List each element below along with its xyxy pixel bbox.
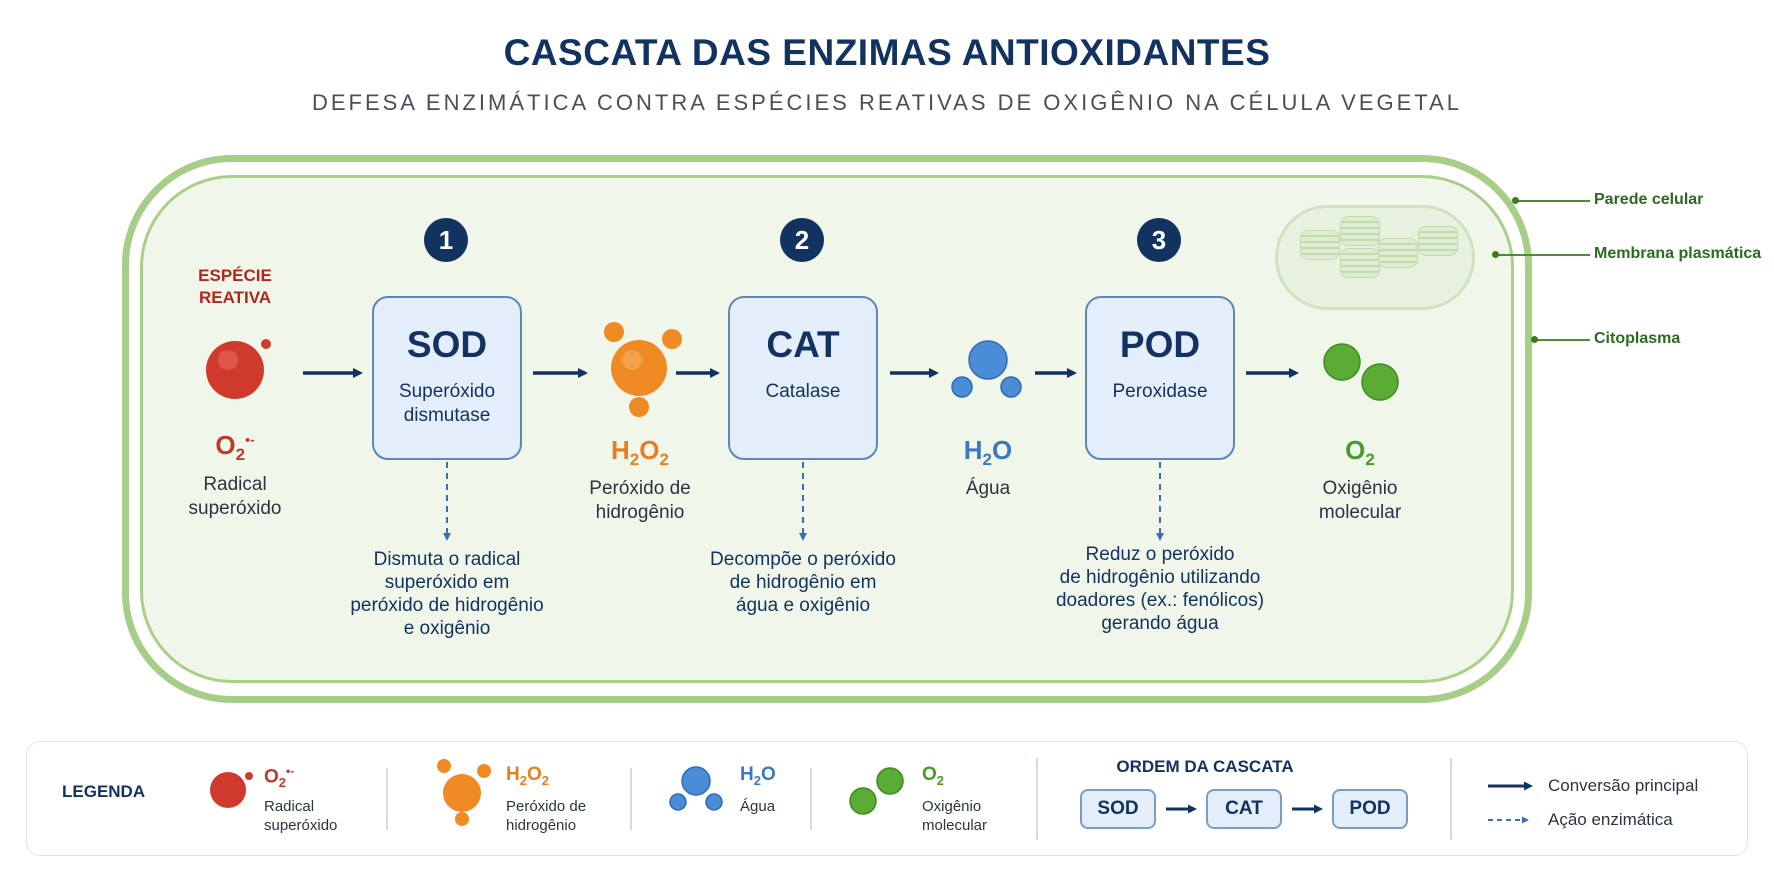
legend-divider <box>1036 758 1038 840</box>
oxygen-name: Oxigênio molecular <box>1318 478 1402 523</box>
step-1-badge: 1 <box>424 218 468 262</box>
enzyme-name-pod: Peroxidase <box>1112 381 1208 402</box>
step-3-badge: 3 <box>1137 218 1181 262</box>
legend-divider <box>386 768 388 830</box>
cascade-order-title: ORDEM DA CASCATA <box>1116 757 1294 776</box>
key-enzymatic-action: Ação enzimática <box>1548 810 1673 829</box>
reactive-species-label: ESPÉCIE REATIVA <box>198 266 272 307</box>
membrane-label: Membrana plasmática <box>1594 245 1762 262</box>
legend-arrows <box>1166 781 1533 824</box>
cat-description: Decompõe o peróxido de hidrogênio em águ… <box>710 549 896 616</box>
legend-water-name: Água <box>740 798 776 815</box>
legend-oxygen-formula: O2 <box>922 764 945 788</box>
water-formula: H2O <box>963 435 1013 470</box>
legend-title: LEGENDA <box>62 782 146 801</box>
legend-h2o2-name: Peróxido de hidrogênio <box>506 798 587 834</box>
legend-panel <box>26 741 1748 856</box>
enzyme-abbr-cat: CAT <box>766 324 840 365</box>
pod-description: Reduz o peróxido de hidrogênio utilizand… <box>1055 544 1265 634</box>
legend-water-formula: H2O <box>740 764 776 788</box>
enzyme-box-sod: SOD Superóxido dismutase <box>372 296 522 460</box>
legend-divider <box>1450 758 1452 840</box>
enzyme-name-sod: Superóxido dismutase <box>398 381 496 426</box>
order-box-pod: POD <box>1332 789 1408 829</box>
superoxide-name: Radical superóxido <box>188 474 282 519</box>
superoxide-molecule-icon <box>206 339 271 399</box>
pathway-arrows <box>303 368 1299 541</box>
legend-oxygen-name: Oxigênio molecular <box>922 798 988 834</box>
step-2-badge: 2 <box>780 218 824 262</box>
cytoplasm-leader-line <box>1534 339 1590 341</box>
wall-leader-dot <box>1512 197 1519 204</box>
order-box-cat: CAT <box>1206 789 1282 829</box>
legend-h2o2-formula: H2O2 <box>506 764 549 788</box>
hydrogen-peroxide-name: Peróxido de hidrogênio <box>589 478 691 523</box>
water-name: Água <box>965 478 1011 499</box>
wall-label: Parede celular <box>1594 191 1704 208</box>
page-title: CASCATA DAS ENZIMAS ANTIOXIDANTES <box>503 32 1271 73</box>
legend-divider <box>630 768 632 830</box>
enzyme-box-pod: POD Peroxidase <box>1085 296 1235 460</box>
hydrogen-peroxide-molecule-icon <box>604 322 682 417</box>
legend-superoxide-formula: O2•- <box>264 764 295 791</box>
oxygen-molecule-icon <box>1323 343 1399 401</box>
order-box-sod: SOD <box>1080 789 1156 829</box>
oxygen-formula: O2 <box>1345 435 1375 470</box>
legend-divider <box>810 768 812 830</box>
membrane-leader-line <box>1496 254 1590 256</box>
legend-oxygen-icon <box>849 767 904 815</box>
enzyme-abbr-pod: POD <box>1119 324 1201 365</box>
legend-superoxide-icon <box>210 772 253 808</box>
hydrogen-peroxide-formula: H2O2 <box>611 435 669 470</box>
enzyme-box-cat: CAT Catalase <box>728 296 878 460</box>
wall-leader-line <box>1515 200 1590 202</box>
cytoplasm-label: Citoplasma <box>1594 330 1681 347</box>
enzyme-name-cat: Catalase <box>765 381 841 402</box>
superoxide-formula: O2•- <box>215 430 255 465</box>
legend-hydrogen-peroxide-icon <box>437 759 491 826</box>
cytoplasm-leader-dot <box>1531 336 1538 343</box>
chloroplast-icon <box>1275 205 1475 310</box>
membrane-leader-dot <box>1492 251 1499 258</box>
water-molecule-icon <box>951 340 1022 398</box>
enzyme-abbr-sod: SOD <box>406 324 488 365</box>
key-main-conversion: Conversão principal <box>1548 776 1699 795</box>
legend-water-icon <box>669 766 723 811</box>
page-subtitle: DEFESA ENZIMÁTICA CONTRA ESPÉCIES REATIV… <box>311 90 1463 115</box>
legend-superoxide-name: Radical superóxido <box>264 798 338 834</box>
sod-description: Dismuta o radical superóxido em peróxido… <box>350 549 544 639</box>
